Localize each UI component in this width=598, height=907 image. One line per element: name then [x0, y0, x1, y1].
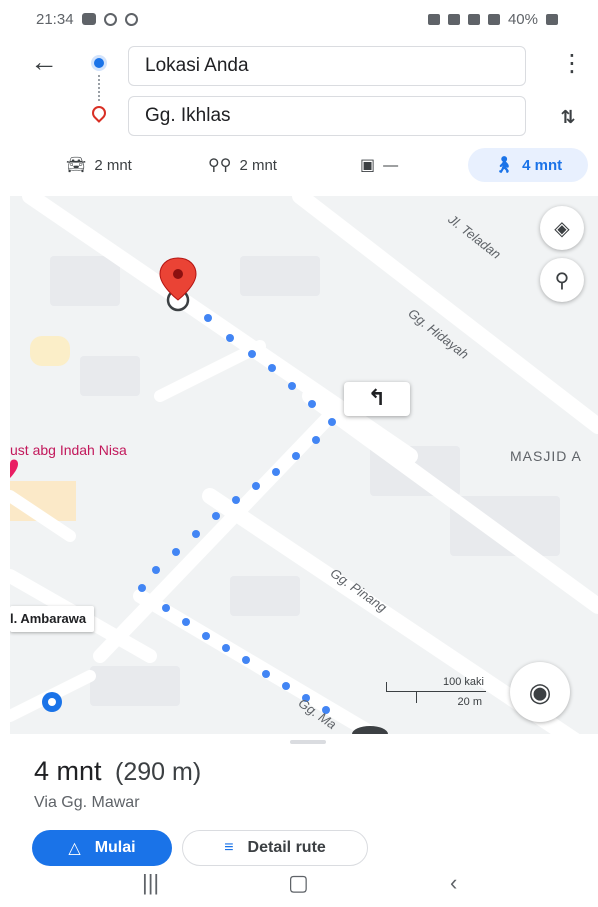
motorbike-icon: ⚲⚲ — [208, 157, 232, 174]
swap-icon[interactable]: ⇅ — [560, 107, 576, 127]
transit-icon: ▣ — [360, 157, 376, 174]
navigate-icon: △ — [68, 840, 81, 857]
masjid-label: MASJID A — [510, 448, 582, 464]
tab-motorbike[interactable]: ⚲⚲ 2 mnt — [198, 148, 287, 182]
layers-icon: ◈ — [554, 217, 570, 240]
tab-walk-label: 4 mnt — [522, 156, 563, 174]
back-arrow-icon[interactable]: ← — [30, 46, 58, 77]
battery-icon — [546, 13, 558, 25]
whatsapp-icon — [124, 12, 138, 26]
status-time: 21:34 — [36, 10, 74, 28]
tab-motorbike-label: 2 mnt — [239, 156, 277, 174]
walk-icon: 🚶︎ — [493, 157, 515, 174]
layers-button[interactable]: ◈ — [540, 206, 584, 250]
scale-bar — [386, 691, 486, 692]
origin-dot-icon — [94, 58, 104, 68]
route-via: Via Gg. Mawar — [34, 794, 140, 811]
tab-walk[interactable]: 🚶︎ 4 mnt — [468, 148, 588, 182]
instagram-icon — [103, 12, 117, 26]
battery-percent: 40% — [507, 10, 538, 28]
start-button[interactable]: △ Mulai — [32, 830, 172, 866]
destination-field[interactable]: Gg. Ikhlas — [128, 96, 526, 136]
mute-icon — [427, 13, 440, 25]
duration-distance: (290 m) — [115, 758, 202, 786]
search-icon: ⚲ — [554, 269, 570, 292]
poi-label[interactable]: ust abg Indah Nisa — [10, 442, 127, 458]
road-chip-ambarawa: l. Ambarawa — [10, 606, 95, 632]
walking-route — [138, 314, 336, 714]
drag-handle[interactable] — [290, 740, 326, 744]
destination-text: Gg. Ikhlas — [145, 105, 231, 126]
search-button[interactable]: ⚲ — [540, 258, 584, 302]
origin-text: Lokasi Anda — [145, 55, 249, 76]
tab-car-label: 2 mnt — [94, 156, 132, 174]
list-icon: ≡ — [224, 839, 234, 856]
route-summary-sheet[interactable]: 4 mnt (290 m) Via Gg. Mawar △ Mulai ≡ De… — [0, 734, 598, 866]
signal-icon — [487, 13, 500, 25]
home-icon[interactable]: ▢ — [288, 870, 309, 895]
map-canvas — [10, 196, 598, 734]
start-label: Mulai — [94, 839, 136, 856]
tab-transit[interactable]: ▣ — — [350, 148, 408, 182]
map-scale: 100 kaki 20 m — [386, 676, 486, 710]
route-connector — [98, 75, 100, 101]
scale-feet: 100 kaki — [443, 676, 484, 688]
destination-marker — [159, 257, 197, 301]
turn-left-icon: ↰ — [344, 382, 410, 416]
system-nav-bar: ||| ▢ ‹ — [0, 864, 598, 907]
route-details-button[interactable]: ≡ Detail rute — [182, 830, 368, 866]
status-right: 40% — [427, 10, 558, 28]
my-location-icon: ◉ — [528, 676, 552, 707]
recent-apps-icon[interactable]: ||| — [142, 870, 160, 895]
notification-icon — [81, 13, 96, 25]
scale-tick — [386, 682, 387, 692]
location-status-icon — [447, 13, 460, 25]
destination-pin-icon — [89, 103, 109, 123]
route-duration: 4 mnt (290 m) — [34, 756, 201, 787]
status-left: 21:34 — [36, 11, 138, 28]
car-icon: 🚘︎ — [66, 157, 87, 174]
tab-transit-label: — — [383, 156, 399, 174]
tab-car[interactable]: 🚘︎ 2 mnt — [56, 148, 142, 182]
status-bar: 21:34 40% — [0, 0, 598, 38]
duration-time: 4 mnt — [34, 756, 102, 786]
back-nav-icon[interactable]: ‹ — [450, 870, 458, 895]
route-details-label: Detail rute — [247, 839, 326, 856]
travel-mode-tabs: 🚘︎ 2 mnt ⚲⚲ 2 mnt ▣ — 🚶︎ 4 mnt — [0, 148, 598, 186]
scale-tick — [416, 691, 417, 703]
origin-field[interactable]: Lokasi Anda — [128, 46, 526, 86]
my-location-button[interactable]: ◉ — [510, 662, 570, 722]
more-options-icon[interactable]: ⋮ — [560, 50, 584, 77]
wifi-icon — [467, 13, 480, 25]
scale-meters: 20 m — [457, 696, 482, 708]
map-view[interactable]: Jl. Teladan Gg. Hidayah Gg. Pinang Gg. M… — [10, 196, 598, 734]
